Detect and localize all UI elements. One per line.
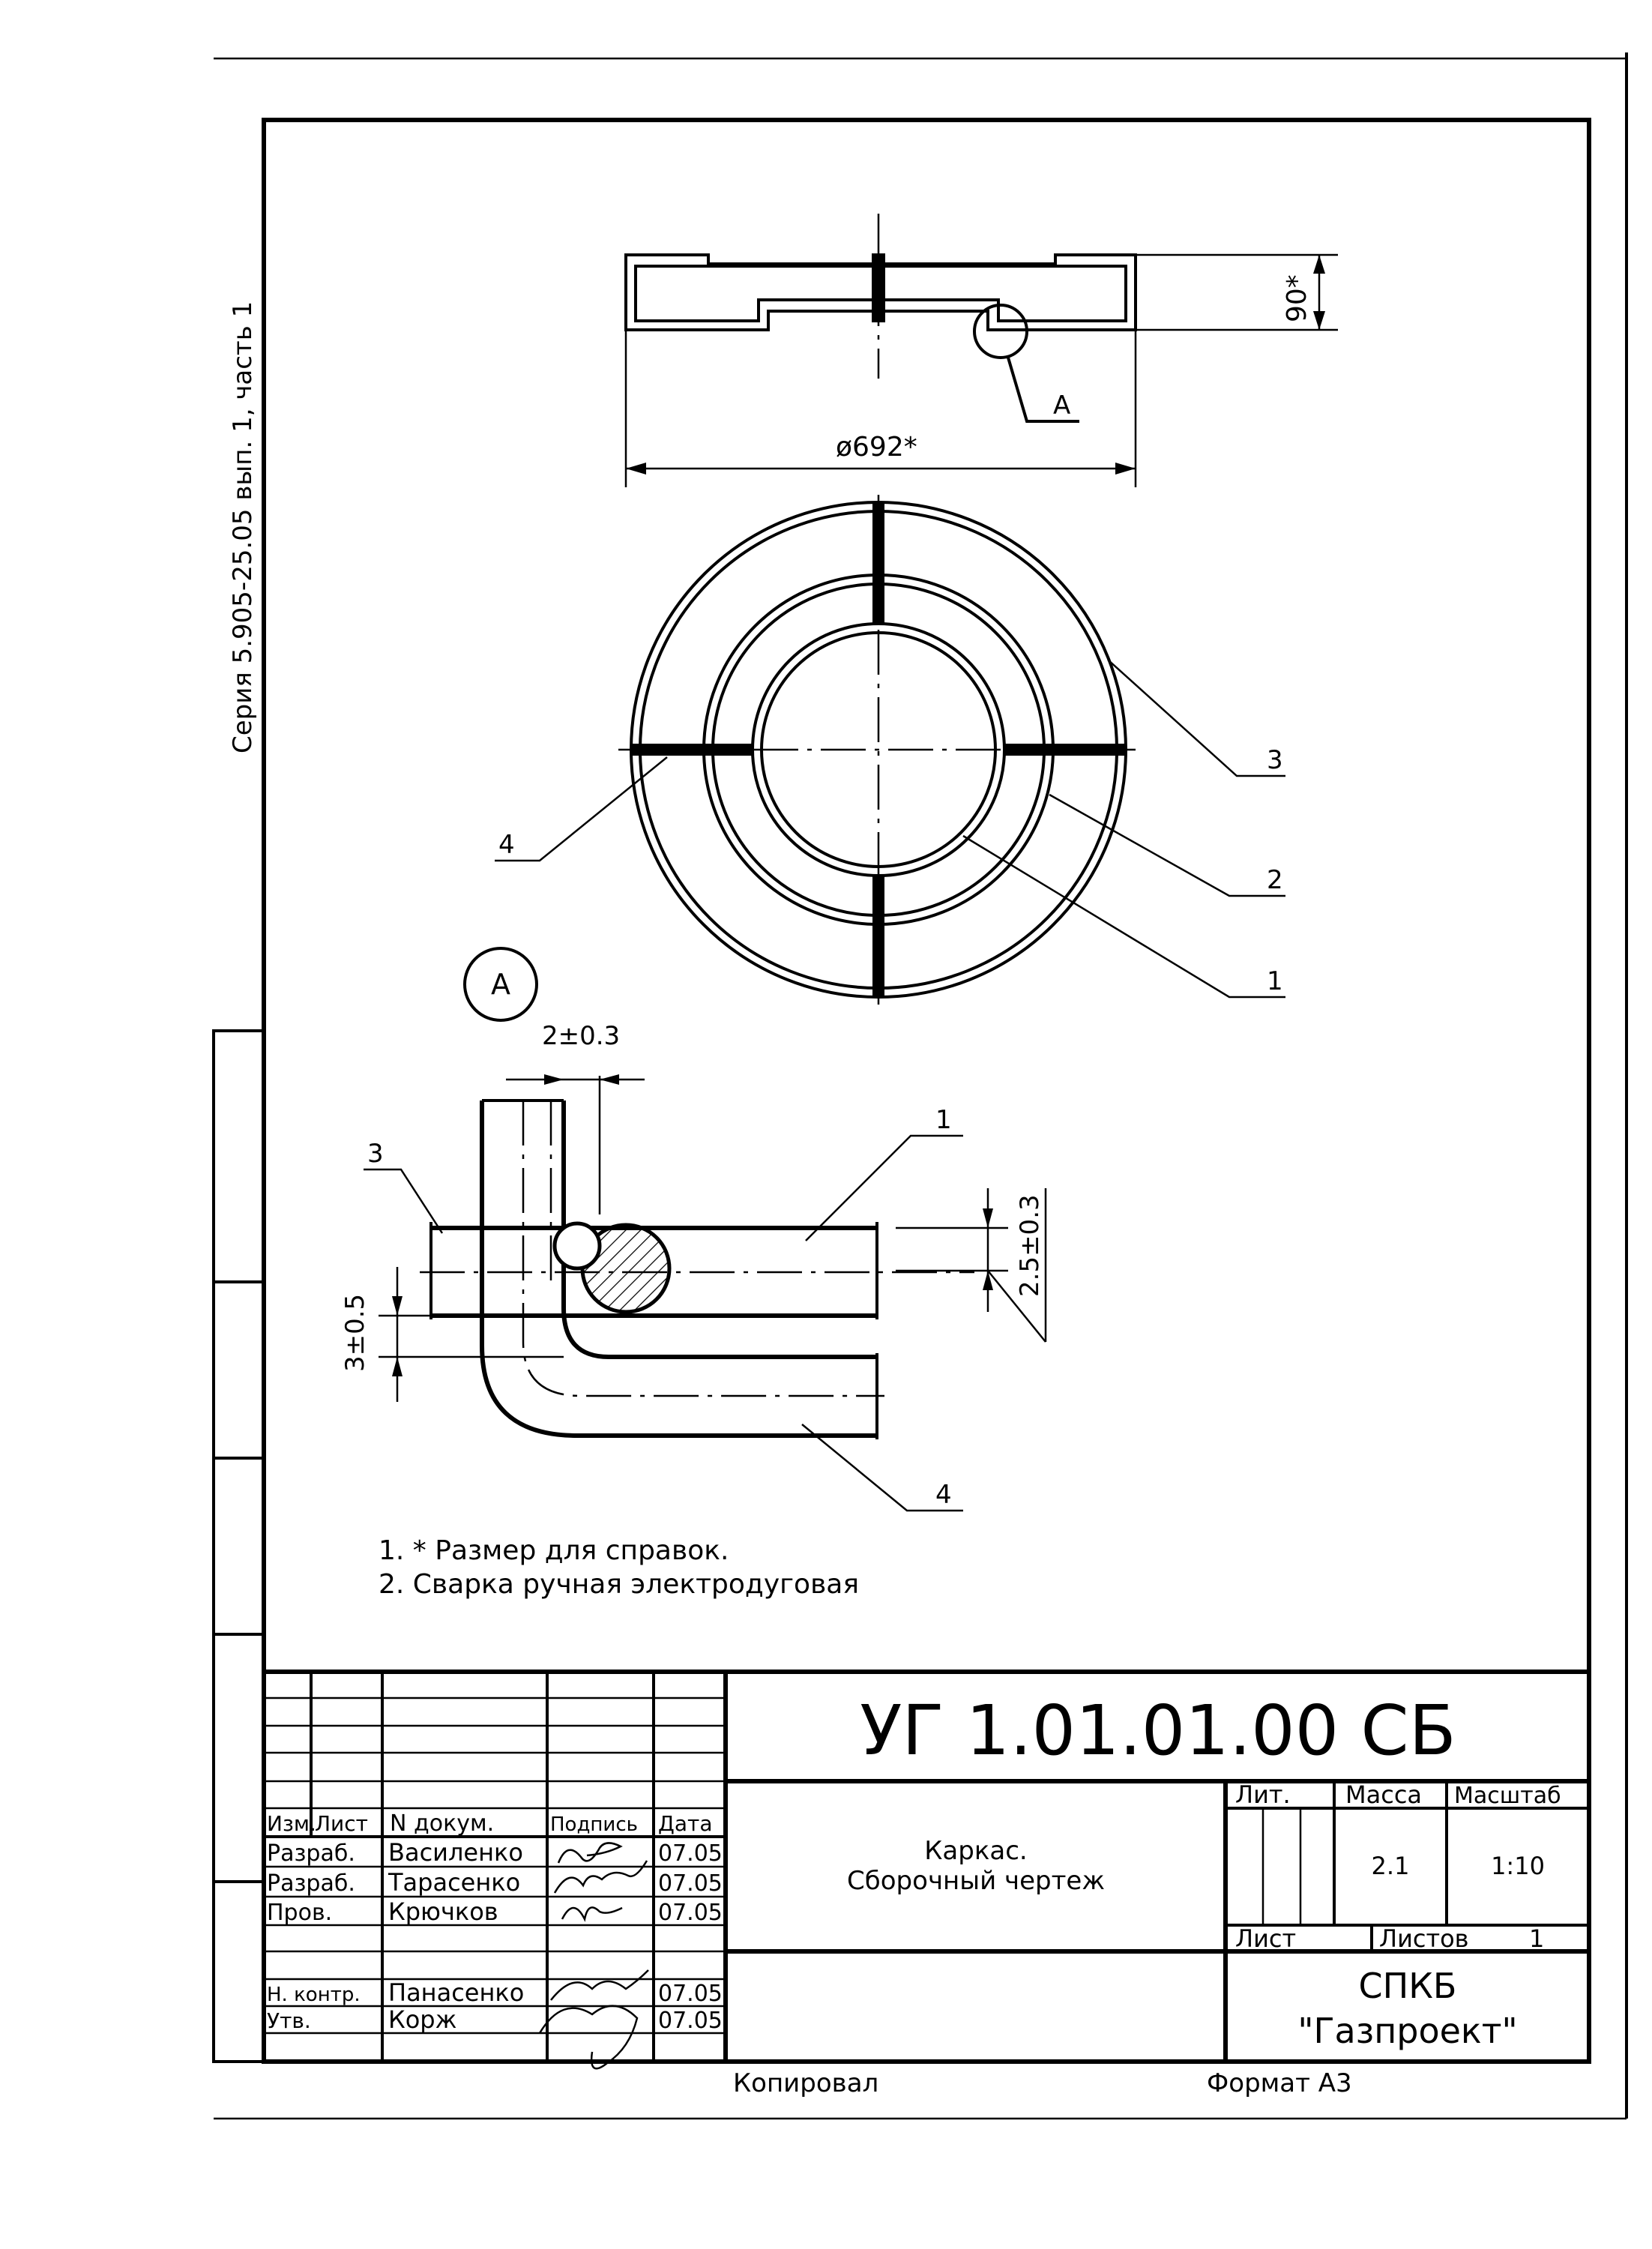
scale-value: 1:10: [1491, 1852, 1545, 1880]
note-2: 2. Сварка ручная электродуговая: [379, 1569, 859, 1600]
header-izm: Изм.: [267, 1811, 316, 1836]
row-role: Разраб.: [267, 1840, 355, 1867]
plan-view: 3 2 1 4: [495, 495, 1285, 1005]
document-name-line1: Каркас.: [924, 1836, 1027, 1866]
row-name: Крючков: [388, 1897, 498, 1926]
signature-marks: [538, 1842, 649, 2070]
detail-leader-3: 3: [367, 1139, 384, 1169]
row-date: 07.05: [658, 1981, 723, 2007]
dim-weld-label: 2.5±0.3: [1015, 1194, 1045, 1297]
header-list: Лист: [315, 1811, 368, 1836]
copied-label: Копировал: [733, 2068, 878, 2098]
note-1: 1. * Размер для справок.: [379, 1535, 729, 1566]
series-label: Серия 5.905-25.05 вып. 1, часть 1: [228, 301, 258, 753]
height-dimension: 90*: [1282, 274, 1312, 322]
row-name: Корж: [388, 2005, 456, 2034]
org-name-line2: "Газпроект": [1297, 2011, 1517, 2051]
section-view: A 90* ø692*: [624, 214, 1338, 487]
header-podpis: Подпись: [550, 1813, 638, 1836]
detail-a: A 2±0.3: [340, 947, 1047, 1512]
diameter-dimension: ø692*: [836, 432, 917, 463]
detail-a-title: A: [491, 968, 510, 1001]
leader-label-1: 1: [1267, 966, 1283, 996]
row-name: Тарасенко: [388, 1868, 520, 1897]
lit-label: Лит.: [1235, 1780, 1291, 1809]
title-block: Изм. Лист N докум. Подпись Дата Разраб. …: [264, 1670, 1589, 2070]
row-date: 07.05: [658, 1900, 723, 1926]
row-role: Н. контр.: [267, 1984, 361, 2006]
document-name-line2: Сборочный чертеж: [847, 1866, 1105, 1896]
leader-label-2: 2: [1267, 865, 1283, 895]
row-date: 07.05: [658, 1840, 723, 1867]
sheets-value: 1: [1529, 1924, 1544, 1953]
row-date: 07.05: [658, 2008, 723, 2034]
dim-gap-label: 2±0.3: [542, 1021, 620, 1051]
mass-label: Масса: [1345, 1780, 1422, 1809]
detail-leader-1: 1: [935, 1105, 952, 1135]
row-name: Панасенко: [388, 1978, 524, 2007]
sheets-label: Листов: [1379, 1924, 1469, 1953]
leader-label-3: 3: [1267, 745, 1283, 775]
scale-label: Масштаб: [1454, 1783, 1561, 1809]
row-role: Пров.: [267, 1900, 332, 1926]
row-role: Утв.: [267, 2008, 311, 2033]
detail-leader-4: 4: [935, 1480, 952, 1510]
document-code: УГ 1.01.01.00 СБ: [860, 1690, 1456, 1771]
sheet-frame: [212, 52, 1628, 2120]
row-role: Разраб.: [267, 1870, 355, 1897]
org-name-line1: СПКБ: [1359, 1966, 1457, 2006]
leader-label-4: 4: [498, 830, 515, 860]
row-name: Василенко: [388, 1838, 523, 1867]
detail-callout-label: A: [1053, 391, 1070, 421]
dim-offset-label: 3±0.5: [340, 1294, 370, 1372]
header-ndoc: N докум.: [390, 1810, 494, 1837]
format-label: Формат A3: [1207, 2068, 1352, 2098]
mass-value: 2.1: [1372, 1852, 1410, 1880]
row-date: 07.05: [658, 1870, 723, 1897]
sheet-label: Лист: [1235, 1924, 1296, 1953]
header-data: Дата: [658, 1811, 713, 1836]
